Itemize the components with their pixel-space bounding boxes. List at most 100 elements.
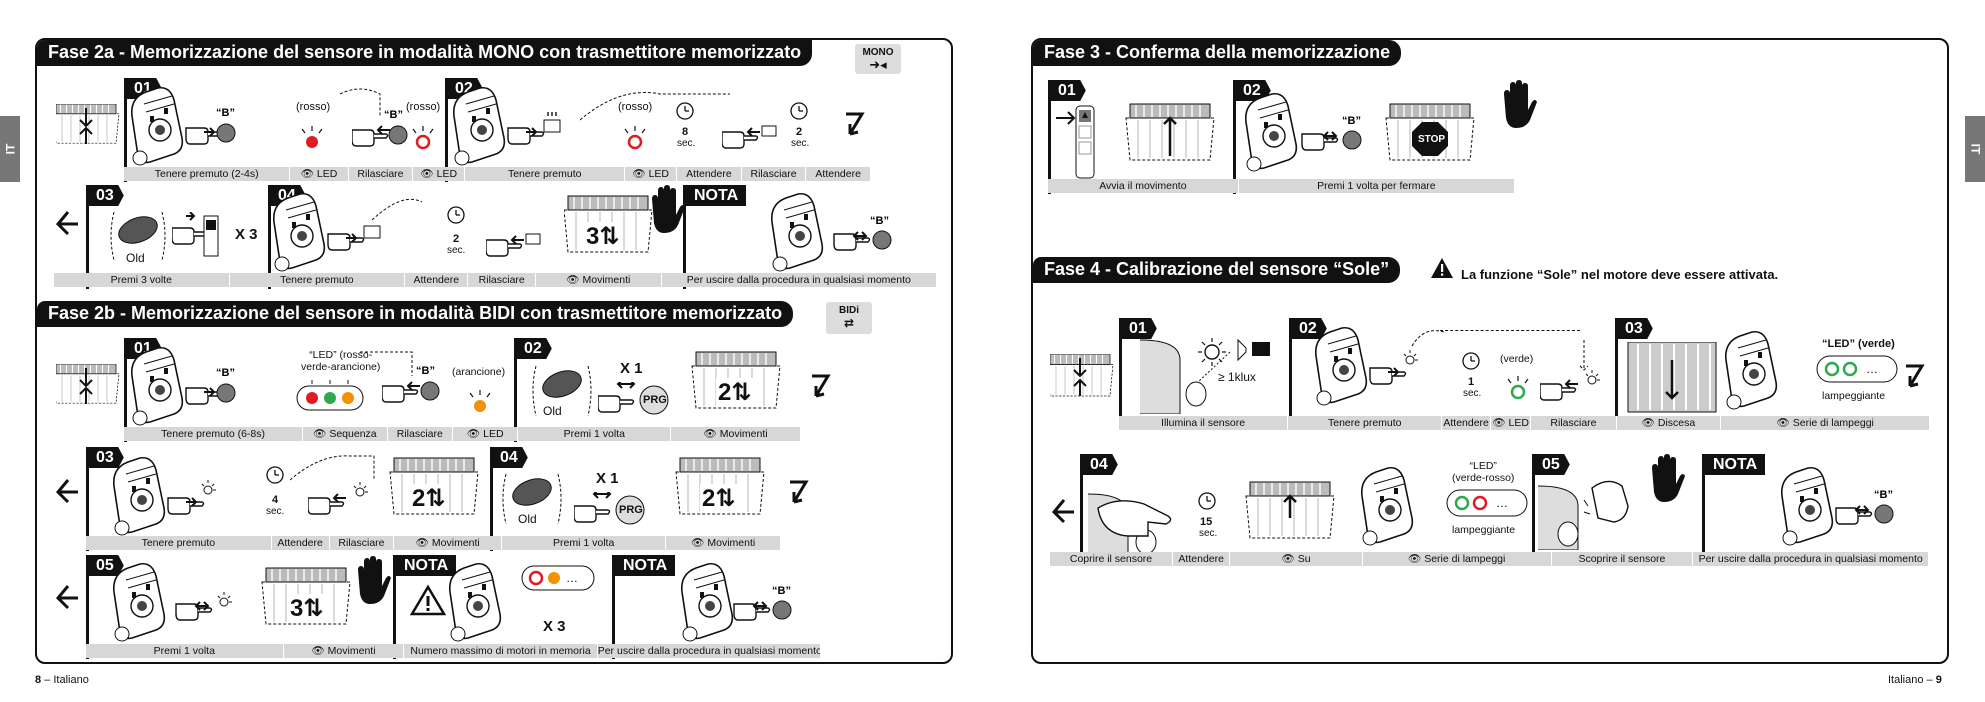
caption: 👁 Movimenti xyxy=(282,644,404,658)
caption: Tenere premuto (6-8s) xyxy=(161,428,266,440)
caption: 👁 Discesa xyxy=(1615,416,1721,430)
mono-arrow-icon: ➜◂ xyxy=(869,57,887,72)
caption: Per uscire dalla procedura in qualsiasi … xyxy=(596,644,821,658)
caption: Tenere premuto xyxy=(1287,416,1441,430)
led-green-red-label: “LED” (verde-rosso) xyxy=(1452,460,1515,484)
remote-control-icon: “B” xyxy=(680,562,792,642)
old-label: Old xyxy=(518,512,537,526)
bidi-logo: BIDi⇄ xyxy=(826,302,872,334)
remote-control-icon xyxy=(112,562,232,642)
caption: Premi 1 volta xyxy=(517,427,670,441)
release-button-icon: “B” xyxy=(352,109,408,147)
led-red-icon xyxy=(301,125,323,148)
caption-bar: Premi 1 volta 👁 Movimenti Numero massimo… xyxy=(86,644,821,658)
clock-icon xyxy=(790,102,808,120)
caption: 👁 LED xyxy=(412,167,464,181)
caption: 👁 Movimenti xyxy=(534,273,661,287)
remote-control-icon: “B” xyxy=(1780,466,1894,546)
light-threshold: ≥ 1klux xyxy=(1218,370,1256,384)
language-tab-left: IT xyxy=(0,116,20,182)
prg-label: PRG xyxy=(619,504,643,516)
remote-control-icon xyxy=(452,86,561,166)
caption: Rilasciare xyxy=(1530,416,1615,430)
remote-control-icon: “B” xyxy=(770,192,892,272)
footer-language: Italiano – xyxy=(1888,674,1936,686)
step-bar xyxy=(1048,80,1051,194)
step-bar xyxy=(445,78,448,182)
language-tab-right: IT xyxy=(1965,116,1985,182)
return-arrow-icon xyxy=(846,112,865,136)
svg-text:“B”: “B” xyxy=(216,107,235,119)
svg-text:“B”: “B” xyxy=(1874,489,1893,501)
step-badge-03: 03 xyxy=(89,185,124,206)
awning-stop-icon xyxy=(1385,103,1475,161)
caption: 👁 Movimenti xyxy=(393,536,501,550)
blinking-label: lampeggiante xyxy=(1452,524,1516,536)
stop-hand-icon xyxy=(1652,454,1685,502)
step-bar xyxy=(683,185,686,289)
remote-control-icon: “B” xyxy=(1244,92,1362,172)
cover-sensor-icon xyxy=(1088,493,1172,558)
warning-text: La funzione “Sole” nel motore deve esser… xyxy=(1461,267,1779,282)
caption: Attendere xyxy=(676,167,741,181)
left-footer: 8 – Italiano xyxy=(35,674,89,686)
loop-arrow-icon xyxy=(55,211,78,236)
step-bar xyxy=(268,185,271,289)
step-badge-01: 01 xyxy=(1051,80,1086,101)
movement-count: 2⇅ xyxy=(410,484,448,513)
caption: Attendere xyxy=(1441,416,1489,430)
step-badge-03: 03 xyxy=(89,447,124,468)
step-bar xyxy=(86,185,89,289)
caption: 👁 Su xyxy=(1229,552,1361,566)
led-sequence-label: “LED” (rosso- verde-arancione) xyxy=(301,349,381,373)
caption: Tenere premuto (2-4s) xyxy=(154,168,259,180)
loop-arrow-icon xyxy=(1051,499,1074,524)
release-button-icon xyxy=(308,482,368,515)
phase-3-title: Fase 3 - Conferma della memorizzazione xyxy=(1033,40,1402,66)
uncover-sensor-icon xyxy=(1538,480,1629,550)
led-red-blink-icon xyxy=(412,125,434,150)
svg-text:“B”: “B” xyxy=(384,109,403,121)
caption: Coprire il sensore xyxy=(1069,553,1153,565)
caption: 👁 Serie di lampeggi xyxy=(1361,552,1551,566)
wait-seconds: 2 xyxy=(453,233,460,245)
caption: 👁 Serie di lampeggi xyxy=(1720,416,1929,430)
prg-button-icon xyxy=(574,492,645,525)
caption-bar: Tenere premuto (6-8s) 👁 Sequenza Rilasci… xyxy=(124,427,800,441)
caption: Tenere premuto xyxy=(228,273,405,287)
svg-text:“B”: “B” xyxy=(772,585,791,597)
remote-control-icon xyxy=(1314,326,1444,406)
mono-logo: MONO➜◂ xyxy=(855,44,901,74)
release-button-icon: “B” xyxy=(382,365,440,403)
led-blink-series-icon: … xyxy=(1446,489,1528,517)
step-badge-02: 02 xyxy=(517,338,552,359)
svg-text:“B”: “B” xyxy=(870,215,889,227)
led-green-label: “LED” (verde) xyxy=(1822,338,1895,350)
bidi-logo-text: BIDi xyxy=(839,305,859,316)
wait-seconds: 1 xyxy=(1468,376,1475,388)
warning-icon xyxy=(410,584,446,616)
movement-count: 2⇅ xyxy=(700,484,738,513)
led-sequence-icon xyxy=(296,380,364,411)
step-bar xyxy=(124,78,127,182)
prg-button-icon xyxy=(598,382,669,415)
caption: Attendere xyxy=(1172,552,1229,566)
awning-small-icon xyxy=(1050,354,1114,397)
caption: Premi 1 volta xyxy=(500,536,665,550)
wait-seconds: 2 xyxy=(796,126,803,138)
footer-language: – Italiano xyxy=(41,674,89,686)
led-green-blink-icon xyxy=(1507,375,1529,400)
svg-text:“B”: “B” xyxy=(216,367,235,379)
remote-control-icon: “B” xyxy=(130,346,236,426)
step-bar xyxy=(612,555,615,659)
caption: Rilasciare xyxy=(467,273,535,287)
language-tab-text: IT xyxy=(2,143,17,155)
release-button-icon xyxy=(1540,340,1600,401)
seconds-unit: sec. xyxy=(1463,388,1482,399)
svg-text:…: … xyxy=(566,571,578,585)
step-badge-04: 04 xyxy=(493,447,528,468)
prg-label: PRG xyxy=(643,394,667,406)
step-bar xyxy=(514,338,517,442)
phase-4-title: Fase 4 - Calibrazione del sensore “Sole” xyxy=(1033,257,1401,283)
clock-icon xyxy=(1462,352,1480,370)
